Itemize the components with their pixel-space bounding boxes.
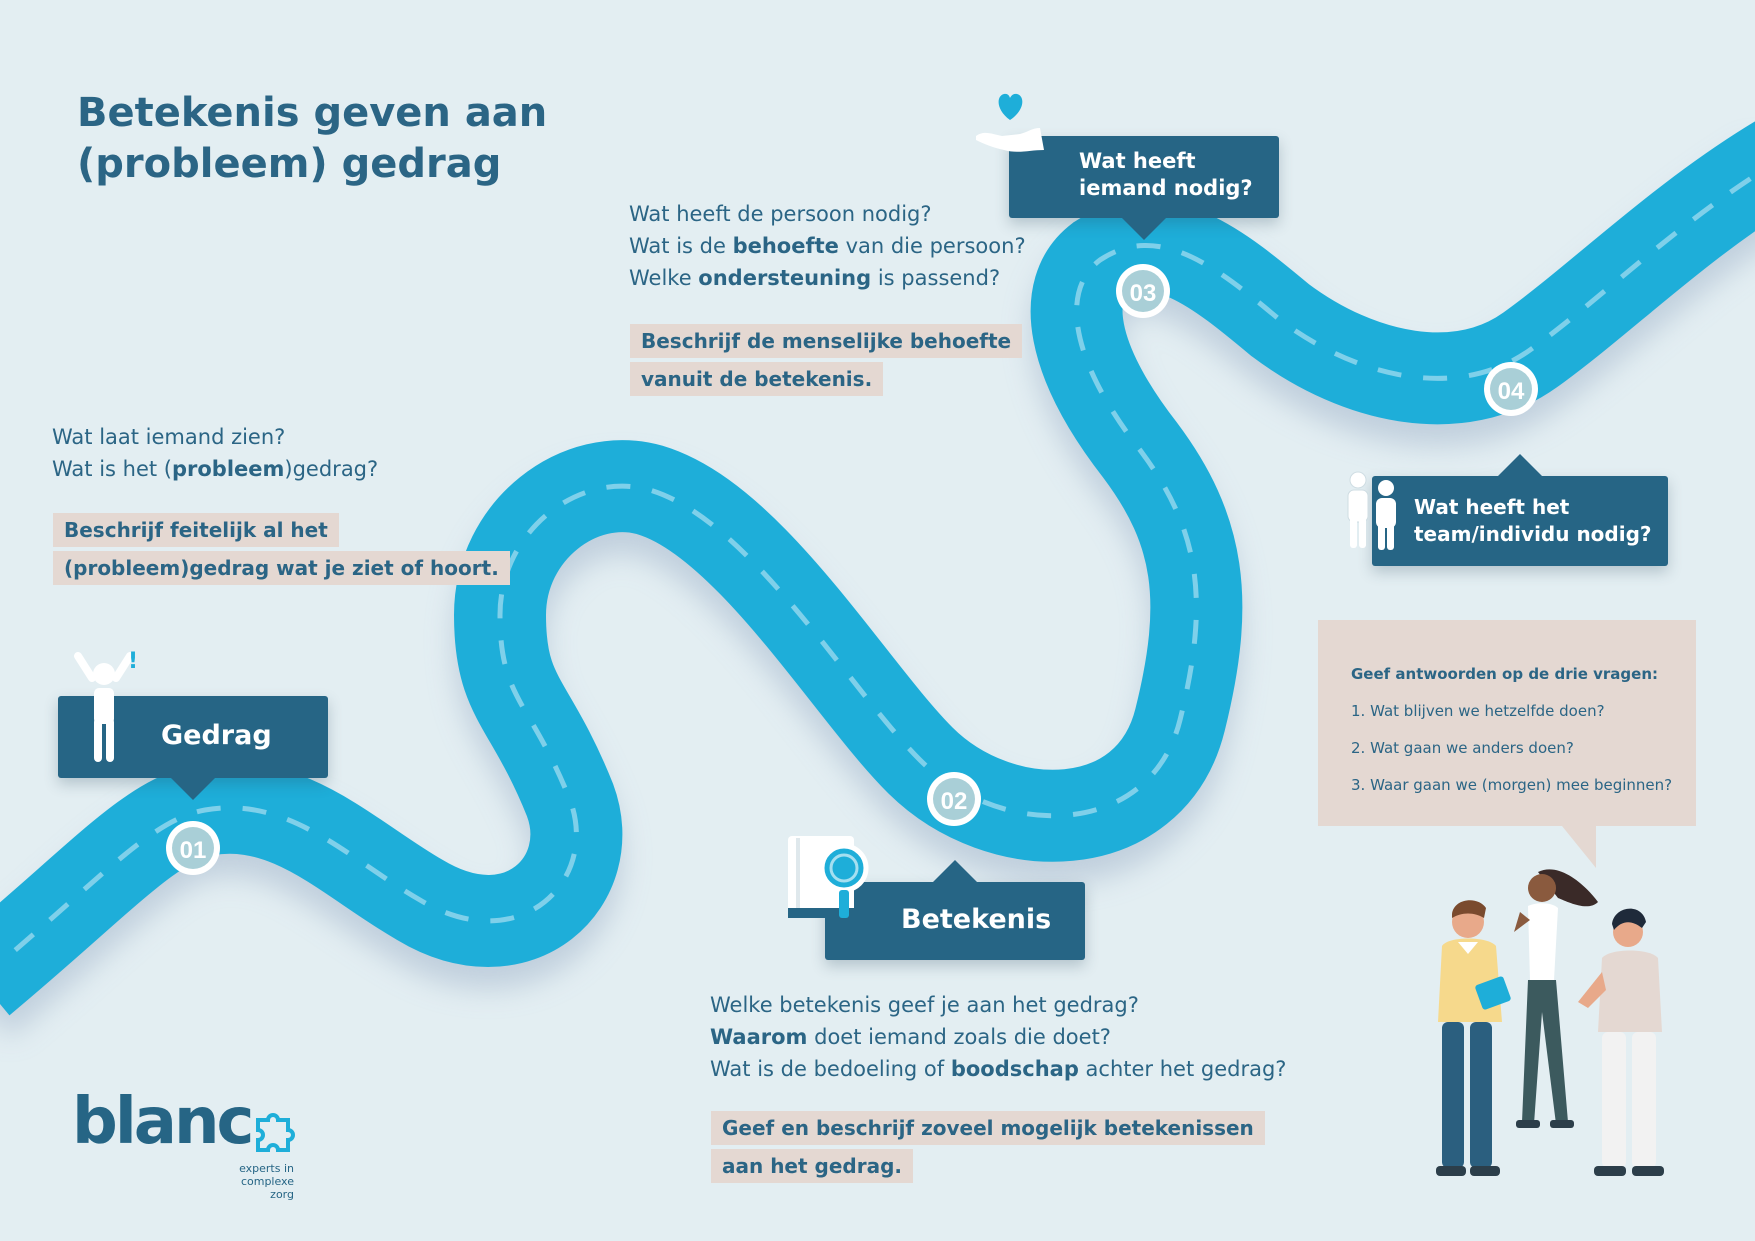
milestone-01: 01 [166, 821, 220, 875]
advice-speech-tail [1562, 826, 1596, 868]
step3-instruction-line2: vanuit de betekenis. [630, 362, 884, 396]
step4-label-line2: team/individu nodig? [1414, 522, 1652, 546]
logo-tagline: experts in complexe zorg [214, 1162, 294, 1201]
step3-label-line1: Wat heeft [1079, 149, 1196, 173]
step1-questions: Wat laat iemand zien? Wat is het (proble… [52, 421, 378, 485]
step1-question2: Wat is het (probleem)gedrag? [52, 457, 379, 481]
step2-question2: Waarom doet iemand zoals die doet? [710, 1025, 1111, 1049]
step1-instruction-line1: Beschrijf feitelijk al het [53, 513, 339, 547]
page-title-line2: (probleem) gedrag [77, 141, 502, 187]
milestone-02-number: 02 [941, 788, 968, 815]
milestone-02: 02 [927, 772, 981, 826]
two-people-icon [1347, 471, 1396, 550]
puzzle-icon [256, 1113, 295, 1152]
blanc-logo: blanc [72, 1085, 254, 1159]
stressed-person-icon: ! [74, 649, 136, 762]
advice-item: 2. Wat gaan we anders doen? [1351, 739, 1574, 757]
step2-question1: Welke betekenis geef je aan het gedrag? [710, 993, 1139, 1017]
step2-instruction: Geef en beschrijf zoveel mogelijk beteke… [711, 1111, 1265, 1187]
step3-label-box: Wat heeft iemand nodig? [1009, 136, 1279, 240]
book-magnifier-icon [788, 836, 869, 918]
person-left [1436, 900, 1511, 1176]
milestone-01-number: 01 [180, 837, 207, 864]
milestone-03: 03 [1116, 264, 1170, 318]
step3-questions: Wat heeft de persoon nodig? Wat is de be… [629, 198, 1026, 294]
step4-label-line1: Wat heeft het [1414, 495, 1570, 519]
team-people-illustration [1436, 869, 1664, 1176]
step2-questions: Welke betekenis geef je aan het gedrag? … [710, 989, 1286, 1085]
step2-label: Betekenis [901, 904, 1052, 935]
step3-question2: Wat is de behoefte van die persoon? [629, 234, 1026, 258]
step1-label: Gedrag [161, 720, 272, 751]
step1-instruction-line2: (probleem)gedrag wat je ziet of hoort. [53, 551, 510, 585]
svg-text:!: ! [128, 649, 136, 674]
logo-tagline-line1: experts in [239, 1162, 294, 1175]
road-center-dash [0, 172, 1755, 967]
step2-instruction-line1: Geef en beschrijf zoveel mogelijk beteke… [711, 1111, 1265, 1145]
step2-question3: Wat is de bedoeling of boodschap achter … [710, 1057, 1287, 1081]
page-title-line1: Betekenis geven aan [77, 90, 548, 136]
step3-instruction: Beschrijf de menselijke behoefte vanuit … [630, 324, 1023, 400]
hand-heart-icon [976, 93, 1044, 152]
step1-instruction: Beschrijf feitelijk al het (probleem)ged… [53, 513, 510, 589]
step3-question3: Welke ondersteuning is passend? [629, 266, 1001, 290]
heart-icon [998, 93, 1023, 120]
milestone-03-number: 03 [1130, 280, 1157, 307]
advice-heading: Geef antwoorden op de drie vragen: [1351, 665, 1659, 683]
milestone-04-number: 04 [1498, 378, 1525, 405]
step1-question1: Wat laat iemand zien? [52, 425, 286, 449]
page-title: Betekenis geven aan (probleem) gedrag [77, 88, 547, 190]
step4-label-box: Wat heeft het team/individu nodig? [1372, 454, 1668, 566]
step2-instruction-line2: aan het gedrag. [711, 1149, 913, 1183]
step3-label-line2: iemand nodig? [1079, 176, 1253, 200]
logo-tagline-line2: complexe zorg [240, 1175, 294, 1201]
step3-question1: Wat heeft de persoon nodig? [629, 202, 932, 226]
step3-instruction-line1: Beschrijf de menselijke behoefte [630, 324, 1023, 358]
advice-item: 3. Waar gaan we (morgen) mee beginnen? [1351, 776, 1673, 794]
person-middle [1514, 869, 1598, 1128]
advice-item: 1. Wat blijven we hetzelfde doen? [1351, 702, 1605, 720]
advice-box: Geef antwoorden op de drie vragen: 1. Wa… [1318, 620, 1696, 826]
step2-label-box: Betekenis [825, 860, 1085, 960]
person-right [1578, 908, 1664, 1176]
milestone-04: 04 [1484, 362, 1538, 416]
